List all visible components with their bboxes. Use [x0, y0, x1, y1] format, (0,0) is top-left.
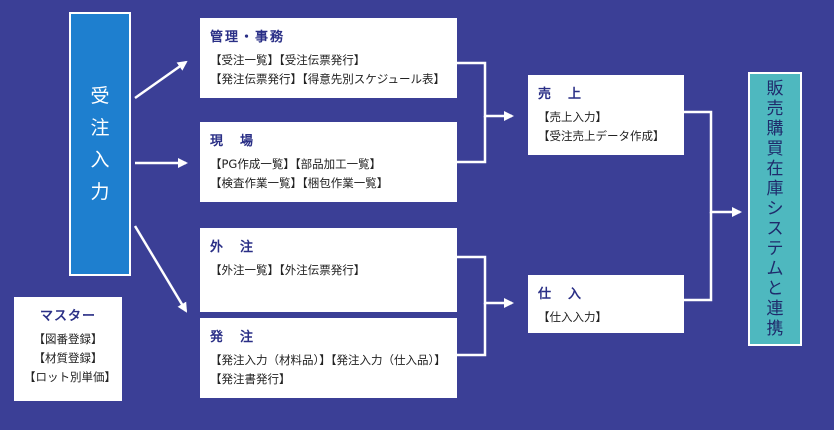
ordering-line: 【発注書発行】: [210, 372, 291, 386]
sales-title: 売 上: [538, 87, 584, 102]
field-line: 【検査作業一覧】【梱包作業一覧】: [210, 176, 389, 190]
connector-purchase-integration: [684, 212, 713, 302]
field-card: 現 場 【PG作成一覧】【部品加工一覧】 【検査作業一覧】【梱包作業一覧】: [200, 122, 457, 202]
sales-line: 【売上入力】: [538, 110, 607, 124]
order-entry-label: 受注入力: [90, 85, 110, 203]
ordering-card: 発 注 【発注入力（材料品）】【発注入力（仕入品）】 【発注書発行】: [200, 318, 457, 398]
outsourcing-title: 外 注: [210, 240, 256, 255]
order-entry-box: 受注入力: [69, 12, 131, 276]
purchase-title: 仕 入: [538, 287, 584, 302]
arrow-to-admin: [134, 60, 188, 100]
outsourcing-card: 外 注 【外注一覧】【外注伝票発行】: [200, 228, 457, 312]
connector-field-sales: [457, 116, 487, 164]
connector-ordering-purchase: [457, 303, 487, 357]
field-title: 現 場: [210, 134, 256, 149]
master-line: 【ロット別単価】: [24, 370, 116, 384]
ordering-line: 【発注入力（材料品）】【発注入力（仕入品）】: [210, 353, 446, 367]
admin-line: 【受注一覧】【受注伝票発行】: [210, 53, 366, 67]
arrow-to-outsourcing: [133, 225, 188, 313]
master-title: マスター: [39, 309, 96, 324]
integration-box: 販売購買在庫システムと連携: [748, 72, 802, 346]
sales-line: 【受注売上データ作成】: [538, 129, 665, 143]
admin-card: 管理・事務 【受注一覧】【受注伝票発行】 【発注伝票発行】【得意先別スケジュール…: [200, 18, 457, 98]
outsourcing-line: 【外注一覧】【外注伝票発行】: [210, 263, 366, 277]
master-line: 【図番登録】: [33, 332, 103, 346]
connector-sales-integration: [684, 110, 742, 217]
master-line: 【材質登録】: [33, 351, 103, 365]
admin-line: 【発注伝票発行】【得意先別スケジュール表】: [210, 72, 445, 86]
purchase-line: 【仕入入力】: [538, 310, 607, 324]
ordering-title: 発 注: [210, 330, 256, 345]
admin-title: 管理・事務: [210, 30, 286, 45]
purchase-card: 仕 入 【仕入入力】: [528, 275, 684, 333]
master-card: マスター 【図番登録】 【材質登録】 【ロット別単価】: [14, 297, 122, 401]
connector-admin-sales: [457, 61, 514, 121]
integration-label: 販売購買在庫システムと連携: [766, 79, 784, 339]
field-line: 【PG作成一覧】【部品加工一覧】: [210, 157, 382, 171]
sales-card: 売 上 【売上入力】 【受注売上データ作成】: [528, 75, 684, 155]
connector-outsourcing-purchase: [457, 255, 514, 308]
